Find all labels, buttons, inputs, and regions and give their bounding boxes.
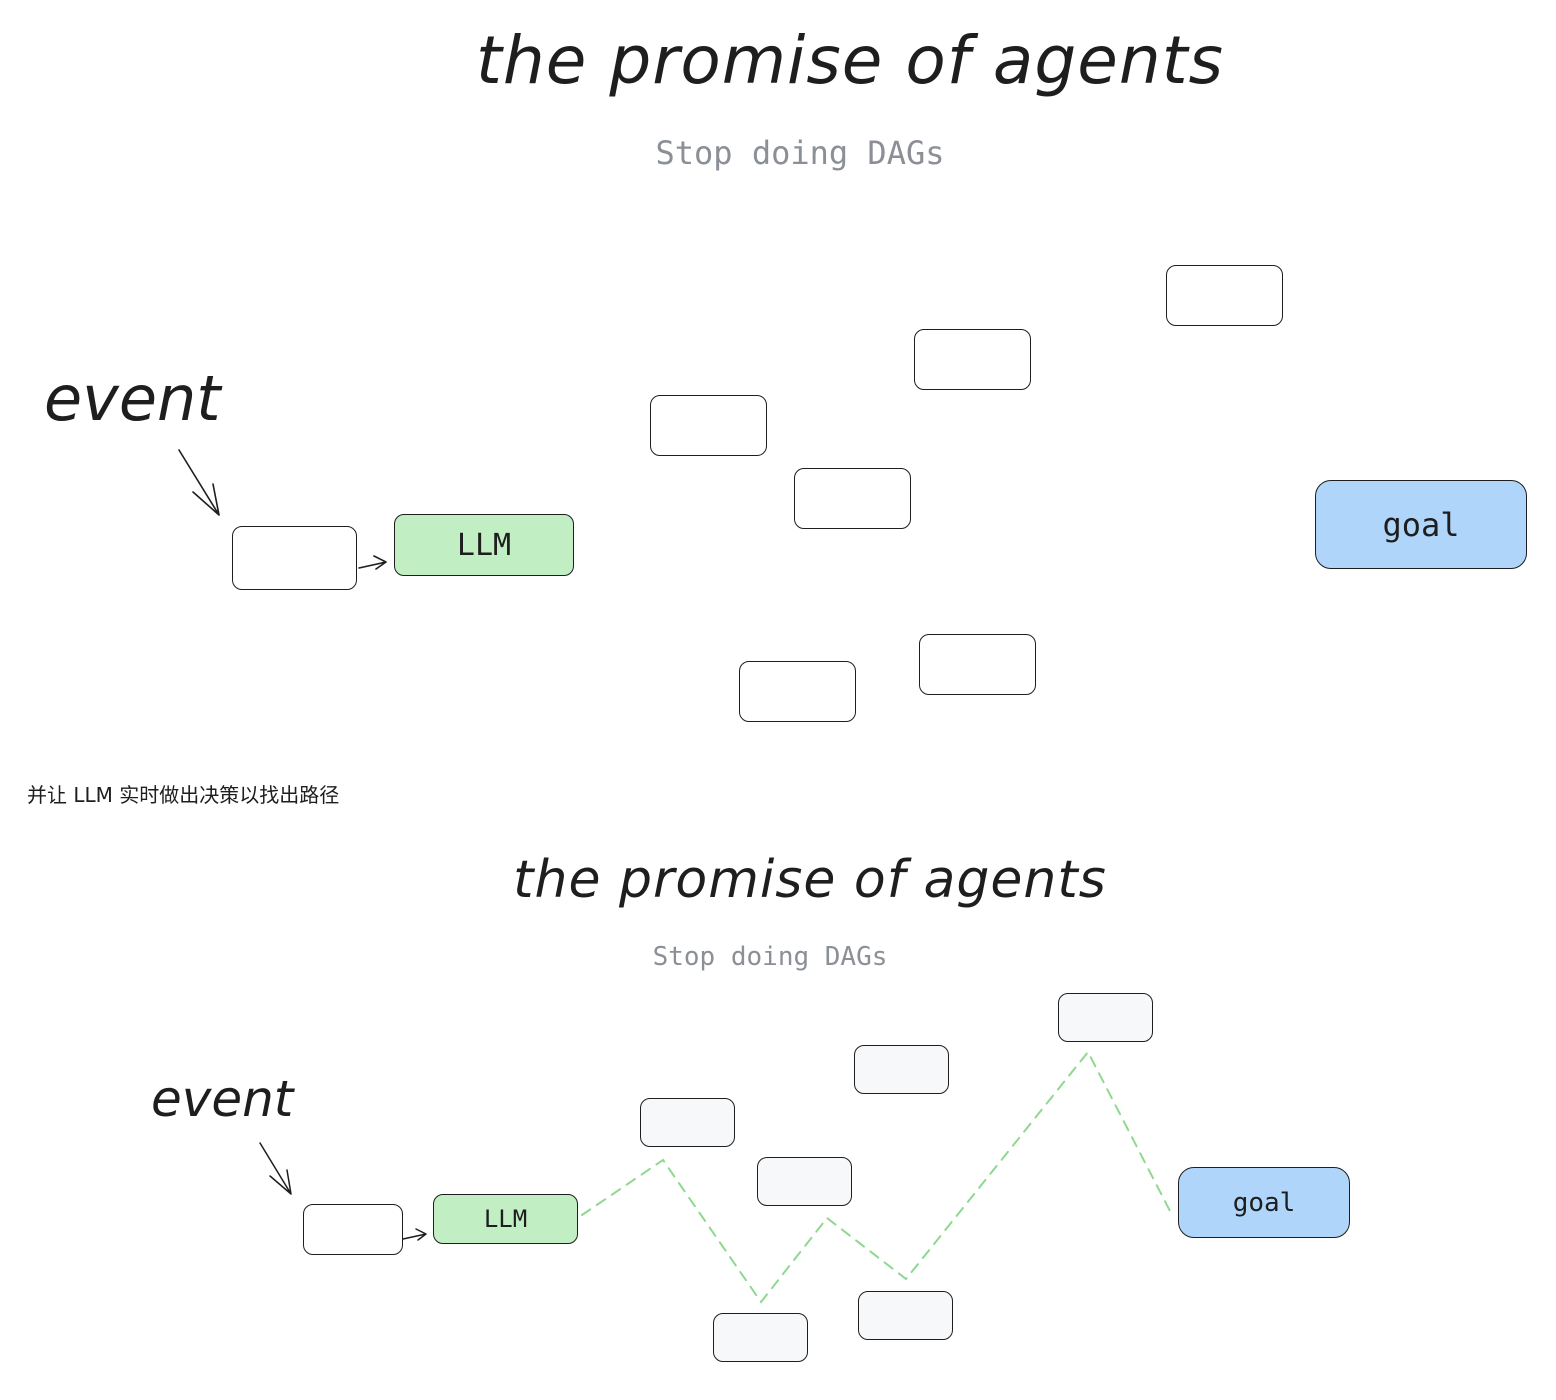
diagram-top: the promise of agents Stop doing DAGs ev… [44, 22, 1527, 722]
step-node [1166, 265, 1283, 326]
goal-node: goal [1315, 480, 1527, 569]
step-node [794, 468, 911, 529]
step-node [1058, 993, 1153, 1042]
goal-node: goal [1178, 1167, 1350, 1238]
llm-arrow [358, 555, 387, 570]
step-node [854, 1045, 949, 1094]
diagram-subtitle: Stop doing DAGs [652, 942, 888, 972]
event-node [232, 526, 357, 590]
connector-layer [178, 449, 387, 570]
diagram-title: the promise of agents [513, 850, 1107, 910]
step-node [739, 661, 856, 722]
diagram-subtitle: Stop doing DAGs [655, 134, 945, 172]
step-node [858, 1291, 953, 1340]
goal-label: goal [1382, 505, 1460, 544]
llm-node: LLM [433, 1194, 578, 1244]
llm-arrow [402, 1228, 427, 1241]
caption-text: 并让 LLM 实时做出决策以找出路径 [27, 783, 340, 807]
goal-label: goal [1232, 1187, 1296, 1218]
step-node [640, 1098, 735, 1147]
step-node [713, 1313, 808, 1362]
step-node [914, 329, 1031, 390]
llm-label: LLM [483, 1205, 528, 1233]
step-node [919, 634, 1036, 695]
llm-node: LLM [394, 514, 574, 576]
event-node [303, 1204, 403, 1255]
event-arrow [178, 449, 220, 516]
event-label: event [44, 362, 221, 435]
llm-label: LLM [456, 527, 512, 563]
step-node [650, 395, 767, 456]
decision-path [581, 1050, 1172, 1304]
diagram-title: the promise of agents [476, 22, 1224, 99]
step-node [757, 1157, 852, 1206]
event-arrow [259, 1142, 292, 1195]
event-label: event [151, 1070, 294, 1128]
